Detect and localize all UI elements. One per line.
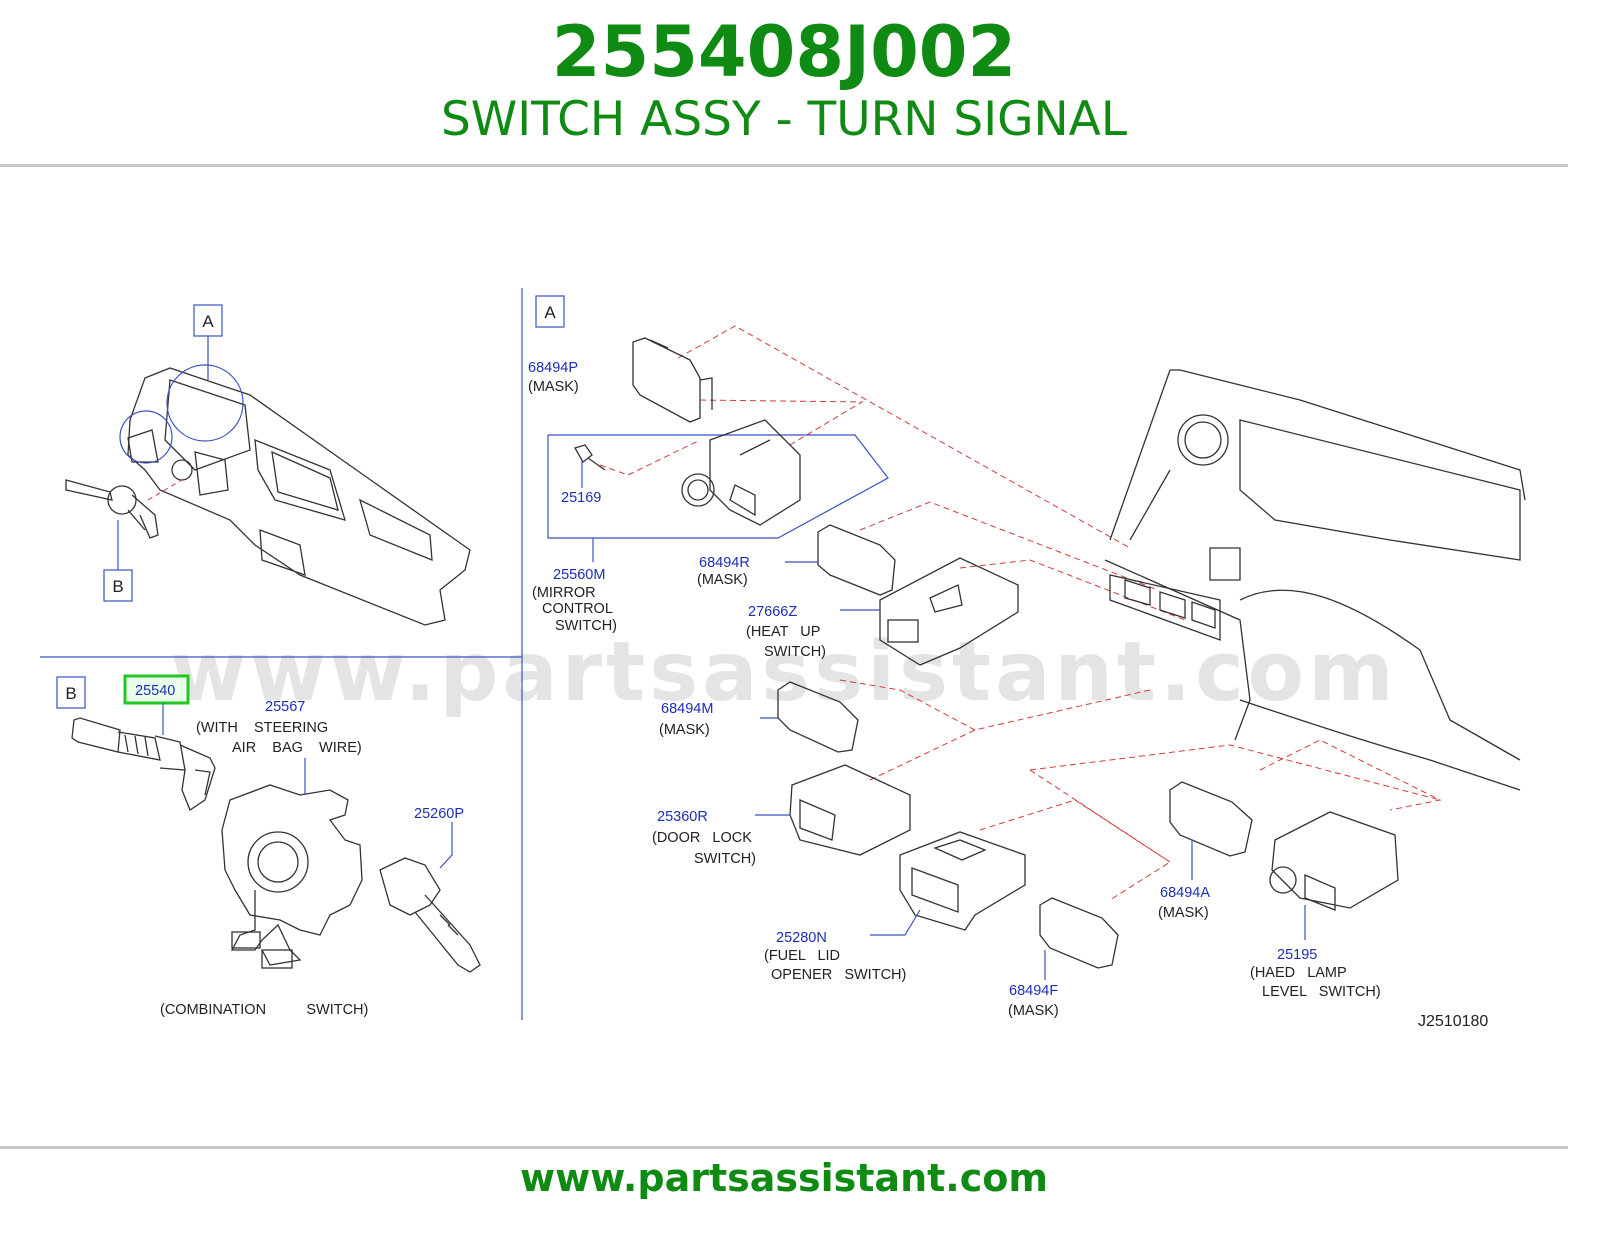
part-68494P-desc: (MASK) bbox=[528, 379, 579, 395]
part-25195-number[interactable]: 25195 bbox=[1277, 947, 1317, 963]
part-68494R-number[interactable]: 68494R bbox=[699, 555, 750, 571]
spiral-cable-drawing bbox=[221, 784, 363, 969]
detail-a-callout-circle bbox=[119, 410, 173, 464]
part-25360R-number[interactable]: 25360R bbox=[657, 809, 708, 825]
part-25360R-desc-1: (DOOR LOCK bbox=[652, 830, 752, 846]
part-27666Z-desc-1: (HEAT UP bbox=[746, 624, 820, 640]
leader-overview-dash bbox=[147, 477, 186, 501]
part-25560M-number[interactable]: 25560M bbox=[553, 567, 605, 583]
part-27666Z-desc-2: SWITCH) bbox=[764, 644, 826, 660]
footer-url-link[interactable]: www.partsassistant.com bbox=[520, 1156, 1048, 1200]
header-divider bbox=[0, 164, 1568, 167]
section-b-box bbox=[56, 676, 86, 709]
part-68494M-number[interactable]: 68494M bbox=[661, 701, 713, 717]
part-25360R-desc-2: SWITCH) bbox=[694, 851, 756, 867]
section-a-leaders bbox=[581, 460, 1306, 980]
part-25280N-desc-2: OPENER SWITCH) bbox=[771, 967, 906, 983]
part-68494A-number[interactable]: 68494A bbox=[1160, 885, 1210, 901]
part-25567-number[interactable]: 25567 bbox=[265, 699, 305, 715]
part-25567-desc-1: (WITH STEERING bbox=[196, 720, 328, 736]
mirror-group-bracket bbox=[547, 434, 889, 539]
part-68494F-desc: (MASK) bbox=[1008, 1003, 1059, 1019]
part-68494M-desc: (MASK) bbox=[659, 722, 710, 738]
part-27666Z-number[interactable]: 27666Z bbox=[748, 604, 797, 620]
section-a-letter: A bbox=[544, 303, 556, 322]
part-25540-number[interactable]: 25540 bbox=[135, 683, 175, 699]
footer-divider bbox=[0, 1146, 1568, 1149]
section-b-letter-overview: B bbox=[112, 577, 123, 596]
part-25560M-desc-2: CONTROL bbox=[542, 601, 613, 617]
part-25540-highlight[interactable] bbox=[123, 674, 190, 705]
part-25280N-number[interactable]: 25280N bbox=[776, 930, 827, 946]
diagram-code: J2510180 bbox=[1418, 1013, 1488, 1030]
stalk-overview-drawing bbox=[65, 479, 159, 539]
switch-parts-drawing bbox=[574, 337, 1526, 969]
part-25195-desc-1: (HAED LAMP bbox=[1250, 965, 1347, 981]
part-25195-desc-2: LEVEL SWITCH) bbox=[1262, 984, 1381, 1000]
part-25169-number[interactable]: 25169 bbox=[561, 490, 601, 506]
part-68494A-desc: (MASK) bbox=[1158, 905, 1209, 921]
section-a-box bbox=[535, 295, 565, 328]
assembly-dashed-lines bbox=[599, 325, 1442, 901]
detail-a-callout-circle-2 bbox=[166, 364, 244, 442]
combination-switch-caption: (COMBINATION SWITCH) bbox=[160, 1002, 368, 1018]
part-68494P-number[interactable]: 68494P bbox=[528, 360, 578, 376]
leader-25260P bbox=[439, 822, 453, 869]
part-25560M-desc-1: (MIRROR bbox=[532, 585, 596, 601]
wiper-stalk-drawing bbox=[379, 857, 481, 973]
part-68494R-desc: (MASK) bbox=[697, 572, 748, 588]
part-25280N-desc-1: (FUEL LID bbox=[764, 948, 840, 964]
turn-signal-stalk-drawing bbox=[71, 717, 216, 811]
part-68494F-number[interactable]: 68494F bbox=[1009, 983, 1058, 999]
part-25260P-number[interactable]: 25260P bbox=[414, 806, 464, 822]
part-number-title: 255408J002 bbox=[551, 11, 1017, 93]
section-b-box-overview bbox=[103, 569, 133, 602]
part-25560M-desc-3: SWITCH) bbox=[555, 618, 617, 634]
watermark-text: www.partsassistant.com bbox=[170, 625, 1397, 720]
part-25567-desc-2: AIR BAG WIRE) bbox=[232, 740, 362, 756]
part-name-subtitle: SWITCH ASSY - TURN SIGNAL bbox=[440, 92, 1128, 147]
section-b-letter: B bbox=[65, 684, 76, 703]
dashboard-overview-drawing bbox=[127, 367, 471, 626]
section-a-letter-overview: A bbox=[202, 312, 214, 331]
section-a-box-overview bbox=[193, 304, 223, 337]
page-header: 255408J002 SWITCH ASSY - TURN SIGNAL bbox=[0, 0, 1568, 166]
